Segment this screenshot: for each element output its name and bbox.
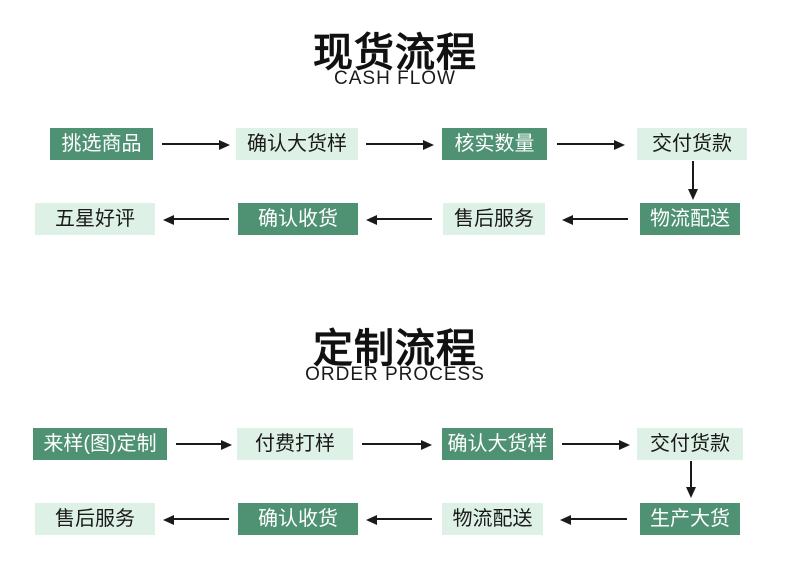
node-paid-sampling: 付费打样 [237, 428, 353, 460]
node-select-goods: 挑选商品 [50, 128, 153, 160]
node-pay-for-goods: 交付货款 [637, 128, 747, 160]
order-process-subtitle: ORDER PROCESS [305, 364, 485, 385]
node-five-star-review: 五星好评 [35, 203, 155, 235]
arrow-down [688, 161, 698, 200]
node-bulk-production: 生产大货 [640, 503, 740, 535]
arrow-left [366, 515, 432, 525]
cash-flow-title: 现货流程 [313, 31, 477, 75]
arrow-left [366, 215, 432, 225]
arrow-right [362, 440, 432, 450]
node-custom-by-sample: 来样(图)定制 [33, 428, 167, 460]
arrow-right [562, 440, 630, 450]
node-confirm-receipt-2: 确认收货 [238, 503, 358, 535]
arrow-right [162, 140, 230, 150]
arrow-right [176, 440, 232, 450]
node-logistics-delivery-2: 物流配送 [442, 503, 543, 535]
order-process-title: 定制流程 [313, 327, 477, 371]
node-confirm-bulk-sample-2: 确认大货样 [442, 428, 553, 460]
node-logistics-delivery: 物流配送 [640, 203, 740, 235]
arrow-right [366, 140, 434, 150]
node-after-sales-service-2: 售后服务 [35, 503, 155, 535]
node-verify-quantity: 核实数量 [442, 128, 547, 160]
arrow-left [562, 215, 628, 225]
node-confirm-receipt: 确认收货 [238, 203, 358, 235]
arrow-right [557, 140, 625, 150]
node-after-sales-service: 售后服务 [443, 203, 545, 235]
cash-flow-subtitle: CASH FLOW [334, 68, 456, 89]
arrow-left [163, 215, 229, 225]
arrow-down [686, 461, 696, 498]
arrow-left [560, 515, 627, 525]
node-pay-for-goods-2: 交付货款 [637, 428, 743, 460]
node-confirm-bulk-sample: 确认大货样 [236, 128, 358, 160]
arrow-left [163, 515, 229, 525]
